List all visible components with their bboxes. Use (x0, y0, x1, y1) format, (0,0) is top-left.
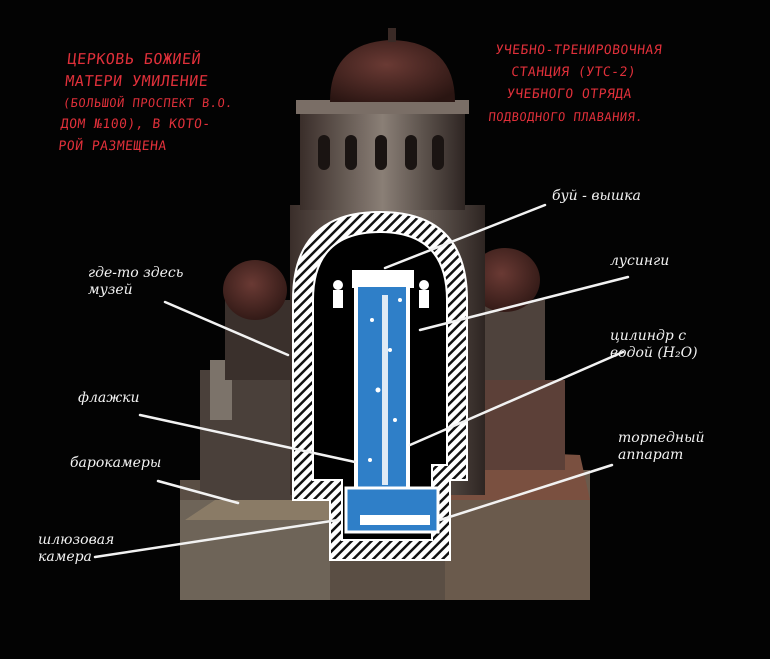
pointer-lines (93, 203, 630, 559)
title-right-line: УЧЕБНОГО ОТРЯДА (506, 87, 633, 102)
label-cylinder: цилиндр с водой (H₂O) (610, 328, 698, 361)
title-right-line: СТАНЦИЯ (УТС-2) (510, 65, 637, 80)
title-right-line: ПОДВОДНОГО ПЛАВАНИЯ. (487, 110, 644, 124)
label-airlock: шлюзовая камера (38, 532, 115, 565)
label-barochambers: барокамеры (70, 455, 162, 471)
title-right-line: УЧЕБНО-ТРЕНИРОВОЧНАЯ (494, 43, 663, 58)
title-left-line: МАТЕРИ УМИЛЕНИЕ (64, 72, 210, 90)
title-left-line: (БОЛЬШОЙ ПРОСПЕКТ В.О. (62, 96, 234, 110)
title-left-line: РОЙ РАЗМЕЩЕНА (57, 139, 168, 154)
title-left: ЦЕРКОВЬ БОЖИЕЙ МАТЕРИ УМИЛЕНИЕ (БОЛЬШОЙ ПР… (57, 48, 239, 158)
label-flags: флажки (78, 390, 140, 406)
label-museum: где-то здесь музей (88, 265, 184, 298)
figure-icons (333, 280, 429, 308)
title-left-line: ДОМ №100), В КОТО- (59, 117, 212, 132)
label-buoy: буй - вышка (552, 188, 641, 204)
title-left-line: ЦЕРКОВЬ БОЖИЕЙ (66, 50, 203, 68)
label-lusingi: лусинги (610, 253, 670, 269)
title-right: УЧЕБНО-ТРЕНИРОВОЧНАЯ СТАНЦИЯ (УТС-2) УЧЕБН… (487, 40, 663, 128)
label-torpedo: торпедный аппарат (618, 430, 705, 463)
station-cross-section (93, 203, 630, 561)
